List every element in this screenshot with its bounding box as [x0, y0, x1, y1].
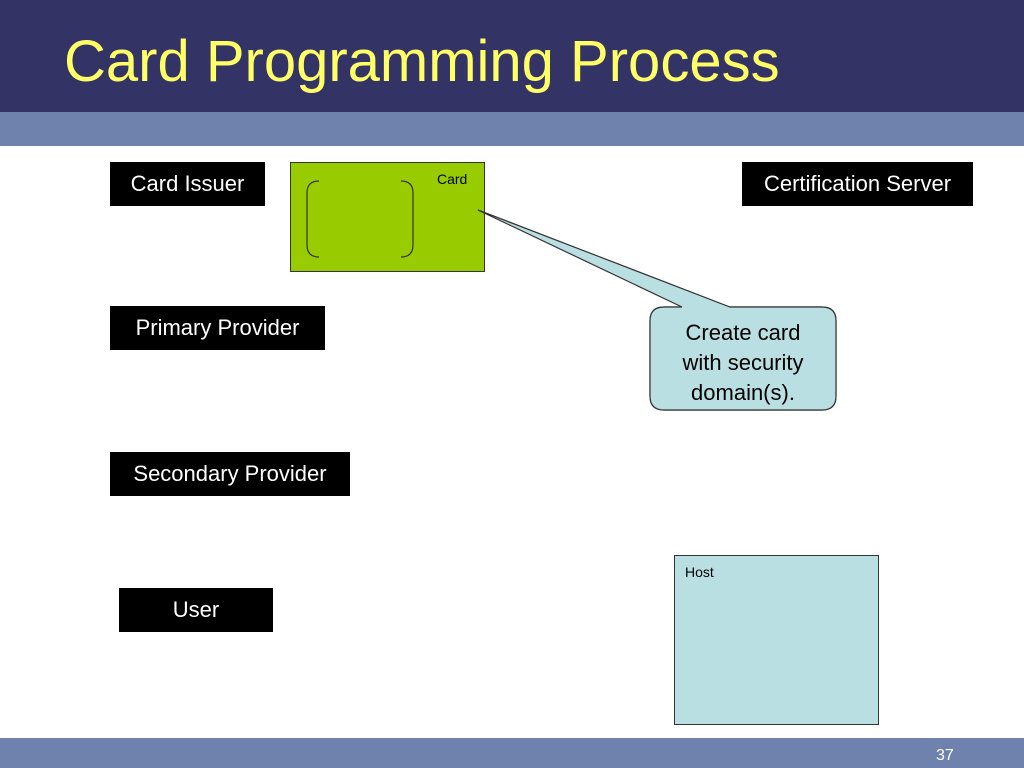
callout-line-3: domain(s).	[691, 380, 795, 405]
callout-line-1: Create card	[685, 320, 801, 345]
host-label: Host	[685, 564, 714, 580]
footer-band	[0, 738, 1024, 768]
card-label: Card	[437, 171, 468, 187]
card-chip-icon	[306, 180, 414, 258]
role-certification-server: Certification Server	[742, 162, 973, 206]
header-accent-band	[0, 112, 1024, 146]
role-card-issuer: Card Issuer	[110, 162, 265, 206]
host-box: Host	[674, 555, 879, 725]
role-user: User	[119, 588, 273, 632]
callout-line-2: with security	[682, 350, 804, 375]
title-bar: Card Programming Process	[0, 0, 1024, 112]
page-number: 37	[936, 747, 954, 764]
role-primary-provider: Primary Provider	[110, 306, 325, 350]
callout-text: Create card with security domain(s).	[651, 318, 835, 408]
smart-card: Card	[290, 162, 485, 272]
role-secondary-provider: Secondary Provider	[110, 452, 350, 496]
slide-title: Card Programming Process	[64, 29, 780, 94]
